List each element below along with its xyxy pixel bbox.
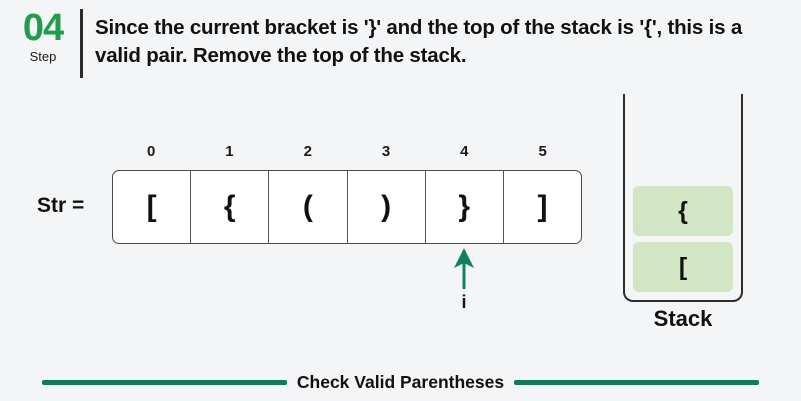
array-index-5: 5 xyxy=(538,143,547,160)
array-cell-2: ( xyxy=(269,171,348,243)
step-word-label: Step xyxy=(29,49,57,64)
up-arrow-icon xyxy=(454,248,474,289)
array-index-2: 2 xyxy=(303,143,312,160)
pointer-label: i xyxy=(461,292,467,312)
array-index-3: 3 xyxy=(381,143,391,160)
array-index-1: 1 xyxy=(225,143,234,160)
array-index-row: 0 1 2 3 4 5 xyxy=(112,143,582,160)
footer-line-right xyxy=(514,379,760,385)
array-index-4: 4 xyxy=(460,143,469,160)
stack-label: Stack xyxy=(653,306,713,331)
step-block: 04 Step xyxy=(14,8,72,65)
array-cell-3: ) xyxy=(348,171,426,243)
array-cell-5: ] xyxy=(537,190,548,223)
string-label: Str = xyxy=(37,194,85,217)
array-cell-1: { xyxy=(191,171,270,243)
footer-line-left xyxy=(41,379,287,385)
step-description: Since the current bracket is '}' and the… xyxy=(95,16,743,67)
step-number: 04 xyxy=(22,7,64,49)
stack-container: { [ xyxy=(623,94,743,302)
string-array: [ { ( ) } ] xyxy=(112,170,582,244)
array-cell-0: [ xyxy=(113,171,192,243)
header-divider xyxy=(80,9,83,78)
stack-cell-top: { xyxy=(633,186,733,236)
array-cell-4: } xyxy=(426,171,504,243)
index-pointer: i xyxy=(440,248,488,328)
header: 04 Step Since the current bracket is '}'… xyxy=(0,0,801,92)
stack-cell-bottom: [ xyxy=(633,242,733,292)
array-index-0: 0 xyxy=(146,143,156,160)
stack-cells: { [ xyxy=(625,186,741,292)
footer: Check Valid Parentheses xyxy=(0,366,801,398)
footer-title: Check Valid Parentheses xyxy=(296,371,505,392)
